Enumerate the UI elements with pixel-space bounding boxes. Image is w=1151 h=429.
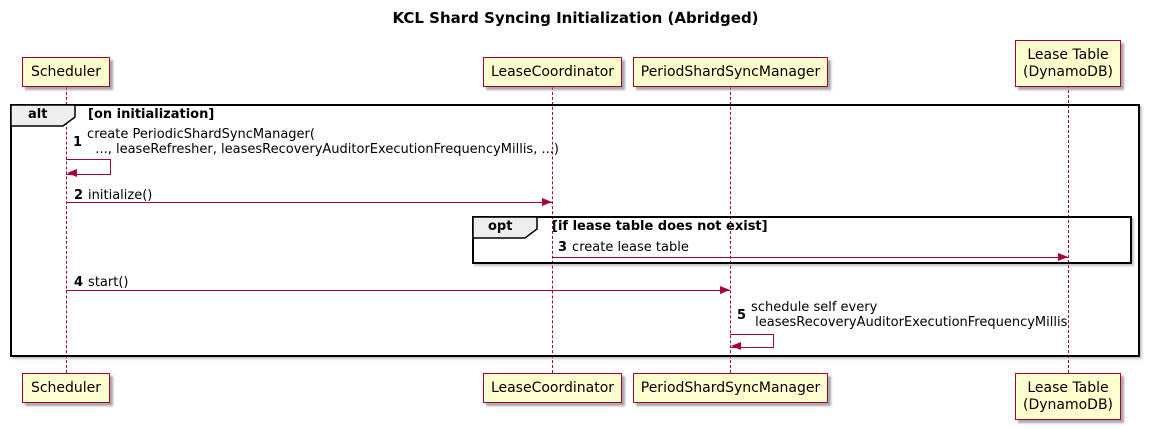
participant-leasecoordinator-top: LeaseCoordinator <box>483 57 622 87</box>
message-4-number: 4 <box>74 275 84 290</box>
alt-frame-label-pentagon <box>11 105 76 127</box>
participant-leasecoordinator-bottom: LeaseCoordinator <box>483 373 622 403</box>
message-5-arrowhead-icon <box>731 342 741 350</box>
message-3-text: create lease table <box>572 240 689 255</box>
message-4-arrowhead-icon <box>720 286 730 294</box>
message-1-number: 1 <box>73 134 83 150</box>
message-1-label: 1 create PeriodicShardSyncManager( ..., … <box>73 127 559 157</box>
message-2-text: initialize() <box>88 188 153 203</box>
message-2-number: 2 <box>74 188 84 203</box>
lifeline-scheduler <box>66 87 67 373</box>
opt-guard-label: [if lease table does not exist] <box>552 219 768 234</box>
message-2-arrowhead-icon <box>542 198 552 206</box>
message-2-arrow <box>66 202 552 203</box>
lifeline-leasecoordinator <box>552 87 553 373</box>
message-4-text: start() <box>88 275 129 290</box>
message-5-number: 5 <box>737 307 747 323</box>
diagram-title: KCL Shard Syncing Initialization (Abridg… <box>392 9 759 27</box>
message-4-label: 4 start() <box>74 275 128 290</box>
participant-scheduler-top: Scheduler <box>22 57 110 87</box>
alt-frame <box>10 104 1140 357</box>
message-5-text: schedule self every leasesRecoveryAudito… <box>751 300 1068 330</box>
alt-guard-label: [on initialization] <box>88 107 215 122</box>
participant-leasetable-top: Lease Table (DynamoDB) <box>1015 40 1121 87</box>
participant-periodshardsyncmanager-bottom: PeriodShardSyncManager <box>633 373 828 403</box>
message-3-arrow <box>552 257 1068 258</box>
message-3-label: 3 create lease table <box>558 240 689 255</box>
message-1-self-arrow <box>66 159 111 175</box>
message-1-arrowhead-icon <box>67 169 77 177</box>
message-5-label: 5 schedule self every leasesRecoveryAudi… <box>737 300 1067 330</box>
lifeline-periodshardsyncmanager <box>730 87 731 373</box>
participant-scheduler-bottom: Scheduler <box>22 373 110 403</box>
message-3-arrowhead-icon <box>1058 253 1068 261</box>
participant-leasetable-bottom: Lease Table (DynamoDB) <box>1015 373 1121 420</box>
message-2-label: 2 initialize() <box>74 188 152 203</box>
opt-frame <box>472 216 1132 264</box>
alt-operator-label: alt <box>28 107 48 122</box>
opt-frame-label-pentagon <box>473 217 538 239</box>
message-3-number: 3 <box>558 240 568 255</box>
opt-operator-label: opt <box>488 219 513 234</box>
message-1-text: create PeriodicShardSyncManager( ..., le… <box>87 127 559 157</box>
participant-periodshardsyncmanager-top: PeriodShardSyncManager <box>633 57 828 87</box>
message-5-self-arrow <box>730 334 774 348</box>
message-4-arrow <box>66 290 730 291</box>
lifeline-leasetable <box>1068 85 1069 373</box>
